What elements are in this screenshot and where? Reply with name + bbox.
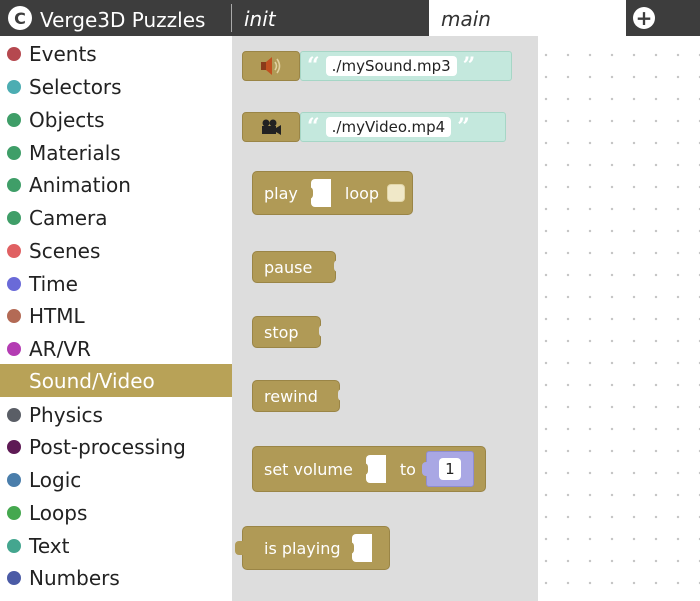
is-playing-label: is playing xyxy=(264,538,341,558)
category-label: Logic xyxy=(29,467,82,492)
category-label: Physics xyxy=(29,402,103,427)
category-physics[interactable]: Physics xyxy=(0,398,232,431)
category-logic[interactable]: Logic xyxy=(0,463,232,496)
category-label: Selectors xyxy=(29,74,122,99)
speaker-icon xyxy=(261,57,281,75)
video-asset-block[interactable] xyxy=(242,112,300,142)
output-notch xyxy=(319,325,326,337)
video-url-text-block[interactable]: “ ./myVideo.mp4 ” xyxy=(300,112,506,142)
category-label: HTML xyxy=(29,303,85,328)
title-divider xyxy=(231,4,232,32)
category-text[interactable]: Text xyxy=(0,529,232,562)
category-color-dot xyxy=(7,112,21,127)
category-color-dot xyxy=(7,308,21,323)
category-color-dot xyxy=(7,407,21,422)
video-camera-icon xyxy=(262,119,281,135)
category-color-dot xyxy=(7,538,21,553)
category-color-dot xyxy=(7,276,21,291)
category-time[interactable]: Time xyxy=(0,267,232,300)
category-ar-vr[interactable]: AR/VR xyxy=(0,332,232,365)
category-color-dot xyxy=(7,46,21,61)
category-label: AR/VR xyxy=(29,336,91,361)
category-sound-video[interactable]: Sound/Video xyxy=(0,364,232,397)
category-label: Loops xyxy=(29,500,88,525)
app-title: Verge3D Puzzles xyxy=(40,8,206,32)
category-color-dot xyxy=(7,341,21,356)
category-color-dot xyxy=(7,570,21,585)
category-color-dot xyxy=(7,79,21,94)
category-color-dot xyxy=(7,243,21,258)
category-color-dot xyxy=(7,145,21,160)
puzzle-flyout: “ ./mySound.mp3 ” “ ./myVideo.mp4 ” play… xyxy=(232,36,538,601)
verge3d-logo-icon[interactable]: C xyxy=(8,6,32,30)
loop-checkbox[interactable] xyxy=(387,184,406,202)
tab-init[interactable]: init xyxy=(244,7,276,31)
play-media-input-slot[interactable] xyxy=(306,179,331,207)
category-label: Sound/Video xyxy=(29,368,155,393)
rewind-label: rewind xyxy=(264,386,318,406)
volume-number-block[interactable]: 1 xyxy=(421,451,474,487)
workspace-grid[interactable] xyxy=(538,36,700,601)
set-volume-block[interactable]: set volume to 1 xyxy=(252,446,486,492)
output-notch xyxy=(334,260,341,272)
is-playing-block[interactable]: is playing xyxy=(235,526,390,570)
pause-block[interactable]: pause xyxy=(252,251,341,283)
output-connector xyxy=(235,541,244,555)
category-color-dot xyxy=(7,439,21,454)
sound-asset-block[interactable] xyxy=(242,51,300,81)
video-url-field[interactable]: ./myVideo.mp4 xyxy=(325,117,452,137)
category-sidebar: Events Selectors Objects Materials Anima… xyxy=(0,36,232,601)
category-label: Scenes xyxy=(29,238,101,263)
sound-url-text-block[interactable]: “ ./mySound.mp3 ” xyxy=(300,51,512,81)
pause-label: pause xyxy=(264,257,313,277)
category-label: Events xyxy=(29,41,97,66)
top-bar: C Verge3D Puzzles init main + xyxy=(0,0,700,36)
output-notch xyxy=(338,389,345,401)
tab-main[interactable]: main xyxy=(429,0,626,36)
plus-icon: + xyxy=(635,5,653,30)
sound-url-field[interactable]: ./mySound.mp3 xyxy=(325,56,457,76)
category-label: Post-processing xyxy=(29,434,186,459)
category-events[interactable]: Events xyxy=(0,37,232,70)
quote-close-icon: ” xyxy=(457,114,470,140)
play-block[interactable]: play loop xyxy=(252,171,413,215)
category-color-dot xyxy=(7,505,21,520)
quote-close-icon: ” xyxy=(462,53,476,79)
volume-value-field[interactable]: 1 xyxy=(439,458,461,480)
category-materials[interactable]: Materials xyxy=(0,136,232,169)
category-label: Time xyxy=(29,271,78,296)
category-objects[interactable]: Objects xyxy=(0,103,232,136)
quote-open-icon: “ xyxy=(307,114,320,140)
volume-media-input-slot[interactable] xyxy=(361,455,386,483)
to-label: to xyxy=(399,459,416,479)
category-label: Numbers xyxy=(29,565,120,590)
category-color-dot xyxy=(7,373,21,388)
category-loops[interactable]: Loops xyxy=(0,496,232,529)
category-selectors[interactable]: Selectors xyxy=(0,70,232,103)
category-color-dot xyxy=(7,177,21,192)
category-label: Animation xyxy=(29,172,131,197)
is-playing-media-input-slot[interactable] xyxy=(348,534,373,562)
category-numbers[interactable]: Numbers xyxy=(0,561,232,594)
stop-label: stop xyxy=(264,322,299,342)
loop-label: loop xyxy=(344,183,380,203)
category-animation[interactable]: Animation xyxy=(0,168,232,201)
category-color-dot xyxy=(7,210,21,225)
quote-open-icon: “ xyxy=(307,53,320,79)
category-html[interactable]: HTML xyxy=(0,299,232,332)
category-label: Text xyxy=(29,533,70,558)
stop-block[interactable]: stop xyxy=(252,316,326,348)
category-label: Materials xyxy=(29,140,121,165)
category-camera[interactable]: Camera xyxy=(0,201,232,234)
category-label: Camera xyxy=(29,205,108,230)
category-scenes[interactable]: Scenes xyxy=(0,234,232,267)
rewind-block[interactable]: rewind xyxy=(252,380,345,412)
set-volume-label: set volume xyxy=(264,459,353,479)
category-color-dot xyxy=(7,472,21,487)
add-tab-button[interactable]: + xyxy=(633,7,655,29)
category-label: Objects xyxy=(29,107,105,132)
category-post-processing[interactable]: Post-processing xyxy=(0,430,232,463)
play-label: play xyxy=(264,183,298,203)
